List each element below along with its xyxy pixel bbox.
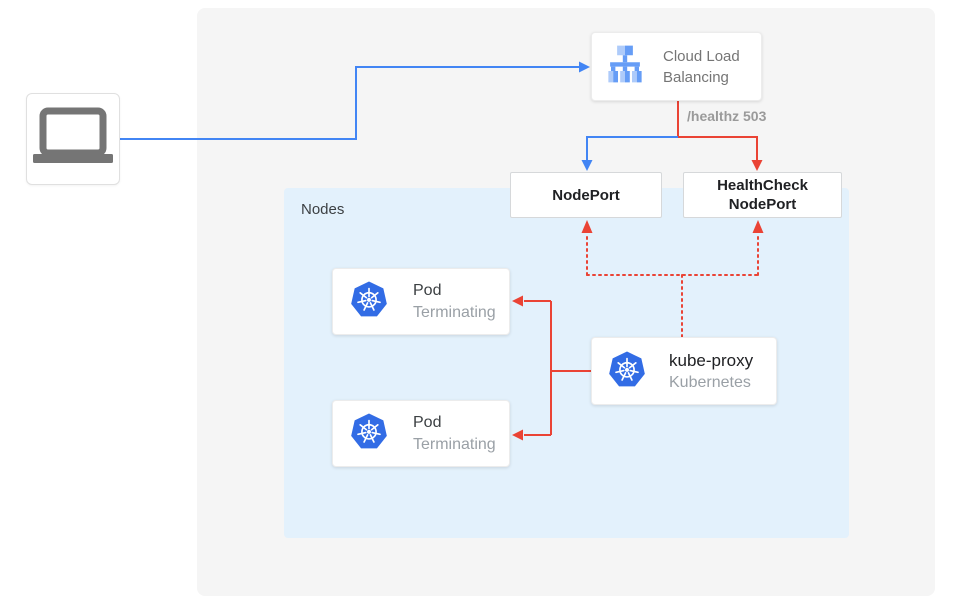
cloud-load-balancing-box: Cloud Load Balancing	[591, 32, 762, 101]
nodeport-box: NodePort	[510, 172, 662, 218]
client-box	[26, 93, 120, 185]
nodes-container-label: Nodes	[301, 201, 345, 218]
healthz-edge-label: /healthz 503	[687, 108, 767, 124]
kubernetes-icon	[349, 279, 389, 324]
healthcheck-nodeport-box: HealthCheck NodePort	[683, 172, 842, 218]
pod-box-2: Pod Terminating	[332, 400, 510, 467]
kube-proxy-subtitle: Kubernetes	[669, 373, 751, 391]
cloud-load-balancing-label: Cloud Load Balancing	[663, 47, 740, 86]
laptop-icon	[31, 107, 115, 172]
pod-title: Pod	[413, 414, 442, 431]
kubernetes-icon	[607, 349, 647, 394]
pod-status: Terminating	[413, 304, 496, 321]
nodeport-label: NodePort	[552, 186, 620, 204]
kube-proxy-title: kube-proxy	[669, 350, 754, 370]
pod-status: Terminating	[413, 436, 496, 453]
pod-title: Pod	[413, 282, 442, 299]
pod-box-1: Pod Terminating	[332, 268, 510, 335]
cloud-load-balancing-icon	[604, 43, 646, 90]
kube-proxy-box: kube-proxy Kubernetes	[591, 337, 777, 405]
kubernetes-icon	[349, 411, 389, 456]
healthcheck-nodeport-label: HealthCheck NodePort	[717, 177, 808, 213]
